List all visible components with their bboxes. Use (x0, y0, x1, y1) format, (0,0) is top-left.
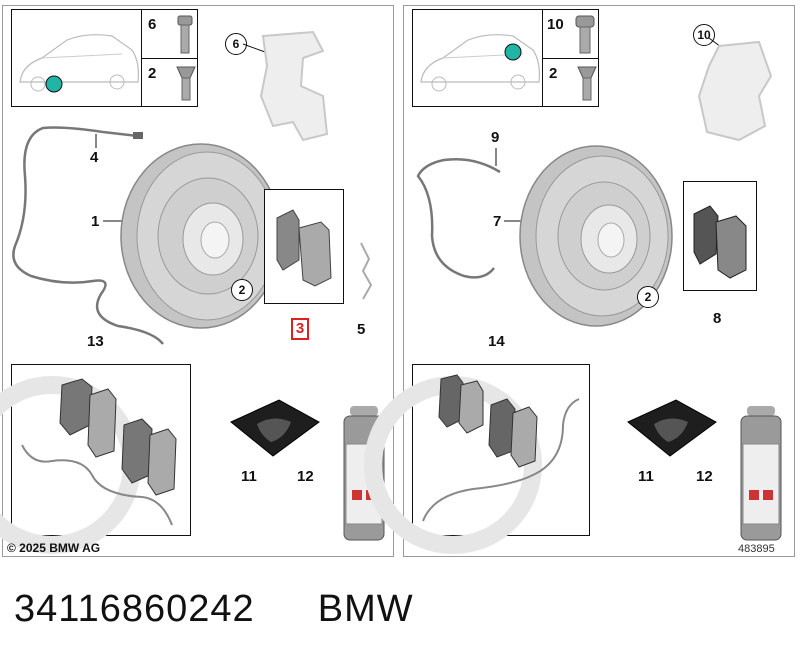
callout-2-screw: 2 (148, 65, 157, 82)
callout-5-spring: 5 (357, 321, 366, 338)
spray-can-icon (740, 406, 782, 541)
brake-disc-icon (504, 145, 673, 327)
callout-2-disc-screw: 2 (231, 279, 253, 301)
brake-disc-icon (103, 143, 282, 329)
vehicle-position-inset: 6 2 (11, 9, 198, 107)
callout-11-paste: 11 (638, 468, 654, 485)
pad-kit-inset (0, 364, 191, 554)
torx-bolt-icon (575, 15, 595, 54)
callout-10-carrier: 10 (693, 24, 715, 46)
callout-13-repair-kit: 13 (87, 333, 104, 350)
callout-14-repair-kit: 14 (488, 333, 505, 350)
grease-sachet-icon (627, 399, 717, 457)
pad-kit-icon (0, 376, 177, 554)
part-number-line: 34116860242 BMW (14, 588, 414, 631)
brake-pad-icon (276, 209, 332, 287)
callout-6-carrier: 6 (225, 33, 247, 55)
hex-bolt-icon (177, 15, 193, 54)
callout-2-disc-screw: 2 (637, 286, 659, 308)
copyright-notice: © 2025 BMW AG (7, 541, 101, 555)
callout-12-spray: 12 (297, 468, 314, 485)
left-diagram-panel: 6 2 6 4 1 2 3 (0, 5, 394, 557)
brand-name: BMW (317, 588, 414, 630)
callout-4-wear-sensor: 4 (90, 149, 99, 166)
rear-axle-marker-icon (504, 43, 522, 61)
spray-can-icon (343, 406, 385, 541)
figure-number: 483895 (738, 543, 775, 555)
front-axle-marker-icon (45, 75, 63, 93)
brake-pad-inset (264, 189, 344, 304)
callout-3-highlighted[interactable]: 3 (291, 318, 309, 340)
callout-9-wear-sensor: 9 (491, 129, 500, 146)
callout-8-brake-pads: 8 (713, 310, 722, 327)
wear-sensor-wire-icon (416, 148, 501, 279)
countersunk-screw-icon (176, 66, 196, 101)
pad-kit-inset (364, 364, 590, 554)
callout-1-brake-disc: 1 (91, 213, 100, 230)
caliper-carrier-icon (697, 37, 773, 142)
brake-pad-icon (693, 205, 747, 279)
spring-clip-icon (360, 242, 373, 300)
callout-6-bolt: 6 (148, 16, 157, 33)
caliper-carrier-icon (242, 30, 329, 142)
grease-sachet-icon (230, 399, 320, 457)
callout-11-paste: 11 (241, 468, 257, 485)
callout-12-spray: 12 (696, 468, 713, 485)
countersunk-screw-icon (577, 66, 597, 101)
callout-7-brake-disc: 7 (493, 213, 502, 230)
wear-sensor-wire-icon (12, 126, 164, 345)
callout-2-screw: 2 (549, 65, 558, 82)
pad-kit-icon (364, 374, 580, 554)
car-outline-icon (19, 34, 139, 93)
part-number: 34116860242 (14, 588, 255, 630)
vehicle-position-inset-rear: 10 2 (412, 9, 599, 107)
callout-10-bolt: 10 (547, 16, 564, 33)
car-outline-icon (420, 34, 540, 92)
right-diagram-panel: 10 2 10 9 7 2 8 14 (364, 5, 795, 557)
brake-pad-inset (683, 181, 757, 291)
